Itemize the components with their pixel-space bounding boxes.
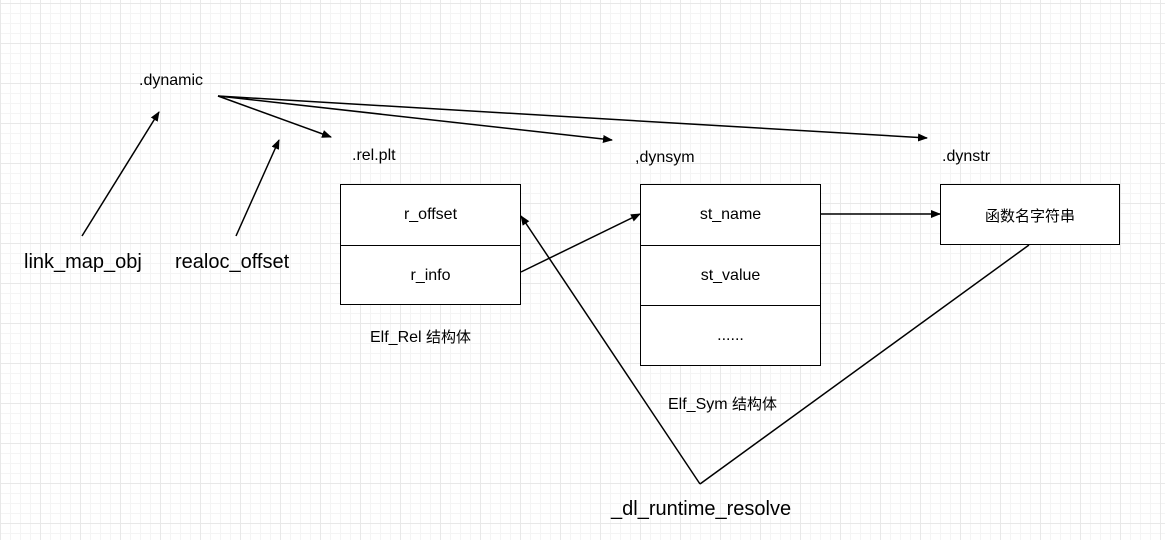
dynstr-label: .dynstr xyxy=(942,148,991,165)
elf-sym-box: st_name st_value ...... xyxy=(640,184,821,366)
r-info-cell: r_info xyxy=(341,245,520,305)
elf-rel-caption-name: Elf_Rel xyxy=(370,329,422,346)
function-name-string-box: 函数名字符串 xyxy=(940,184,1120,245)
link-map-obj-label: link_map_obj xyxy=(24,251,142,273)
elf-sym-caption: Elf_Sym 结构体 xyxy=(668,394,777,415)
dynamic-label: .dynamic xyxy=(139,72,204,89)
st-name-cell: st_name xyxy=(699,206,762,223)
rel-plt-label: .rel.plt xyxy=(352,147,396,164)
realoc-offset-label: realoc_offset xyxy=(175,251,290,273)
dynsym-label: ,dynsym xyxy=(635,149,695,166)
arrow-rinfo-to-stname xyxy=(520,213,641,273)
elf-sym-caption-name: Elf_Sym xyxy=(668,396,728,413)
elf-rel-caption: Elf_Rel 结构体 xyxy=(370,327,471,348)
arrow-dynamic-to-dynsym xyxy=(217,95,613,143)
arrow-dynamic-to-dynstr xyxy=(217,95,928,142)
ellipsis-cell: ...... xyxy=(641,305,820,365)
dl-runtime-resolve-label: _dl_runtime_resolve xyxy=(611,498,792,520)
arrow-link-map-to-dynamic xyxy=(81,111,160,237)
elf-sym-caption-cn: 结构体 xyxy=(732,395,778,413)
arrow-realoc-to-dynamic xyxy=(235,139,280,237)
r-offset-cell: r_offset xyxy=(403,206,458,223)
function-name-string-cell: 函数名字符串 xyxy=(984,206,1075,225)
elf-rel-box: r_offset r_info xyxy=(340,184,521,305)
elf-rel-caption-cn: 结构体 xyxy=(426,328,472,346)
arrow-dynamic-to-rel-plt xyxy=(217,95,332,138)
st-value-cell: st_value xyxy=(641,245,820,305)
